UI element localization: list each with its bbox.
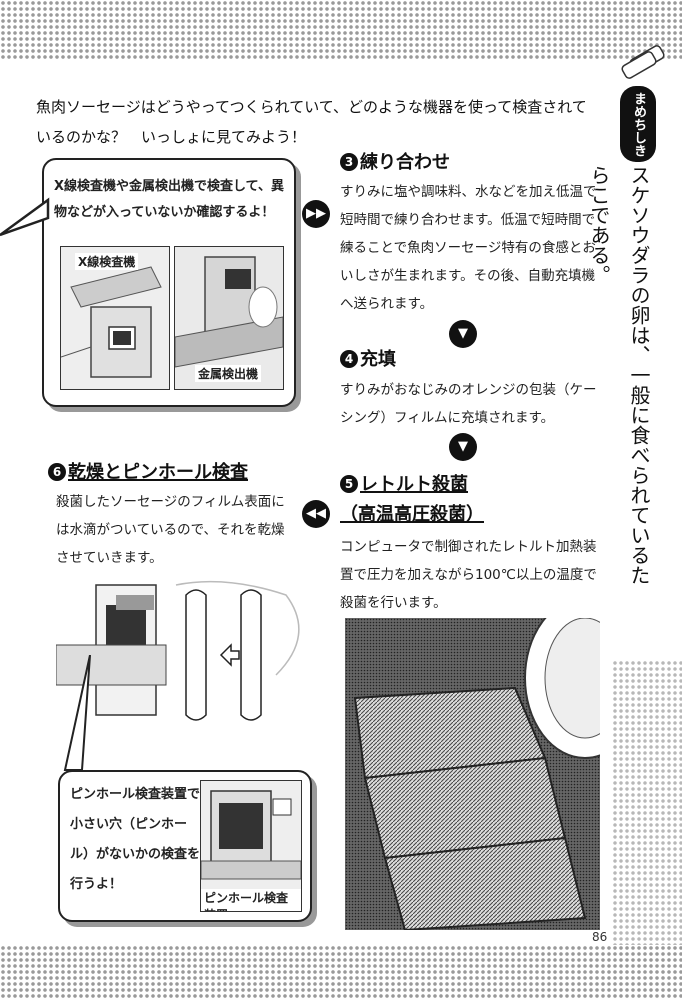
trivia-label: まめちしき — [620, 86, 656, 162]
pinhole-machine-image: ピンホール検査装置 — [200, 780, 302, 912]
pinhole-callout-text: ピンホール検査装置で小さい穴（ピンホール）がないかの検査を行うよ！ — [70, 787, 201, 892]
drying-machine-illustration — [56, 575, 316, 745]
arrow-down-icon: ▼ — [449, 320, 477, 348]
step3-body: すりみに塩や調味料、水などを加え低温で短時間で練り合わせます。低温で短時間で練る… — [340, 184, 597, 312]
pinhole-caption: ピンホール検査装置 — [201, 889, 301, 911]
step5-subtitle: （高温高圧殺菌） — [340, 504, 484, 525]
arrow-left-icon: ◀◀ — [302, 500, 330, 528]
callout-pointer — [0, 197, 50, 237]
step4-body: すりみがおなじみのオレンジの包装（ケーシング）フィルムに充填されます。 — [340, 382, 597, 426]
page-fold-icon — [560, 45, 665, 100]
pinhole-callout-panel: ピンホール検査装置で小さい穴（ピンホール）がないかの検査を行うよ！ ピンホール検… — [58, 770, 312, 922]
xray-machine-image: X線検査機 — [60, 246, 170, 390]
intro-text: 魚肉ソーセージはどうやってつくられていて、どのような機器を使って検査されているの… — [36, 98, 587, 146]
xray-callout-text: X線検査機や金属検出機で検査して、異物などが入っていないか確認するよ！ — [54, 179, 284, 220]
step6-body: 殺菌したソーセージのフィルム表面には水滴がついているので、それを乾燥させていきま… — [56, 494, 285, 566]
step5-body: コンピュータで制御されたレトルト加熱装置で圧力を加えながら100℃以上の温度で殺… — [340, 539, 597, 611]
trivia-text: スケソウダラの卵は、一般に食べられているたらこである。 — [587, 165, 651, 585]
xray-callout-panel: X線検査機や金属検出機で検査して、異物などが入っていないか確認するよ！ X線検査… — [42, 158, 296, 407]
metal-detector-caption: 金属検出機 — [195, 365, 262, 382]
dot-border-top — [0, 0, 682, 60]
xray-caption: X線検査機 — [75, 253, 139, 270]
retort-sterilizer-illustration — [345, 618, 600, 930]
dot-border-side — [612, 660, 682, 945]
metal-detector-image: 金属検出機 — [174, 246, 284, 390]
page-number: 86 — [590, 930, 610, 944]
callout-pointer — [63, 655, 91, 771]
dot-border-bottom — [0, 945, 682, 1000]
arrow-right-icon: ▶▶ — [302, 200, 330, 228]
arrow-down-icon: ▼ — [449, 433, 477, 461]
